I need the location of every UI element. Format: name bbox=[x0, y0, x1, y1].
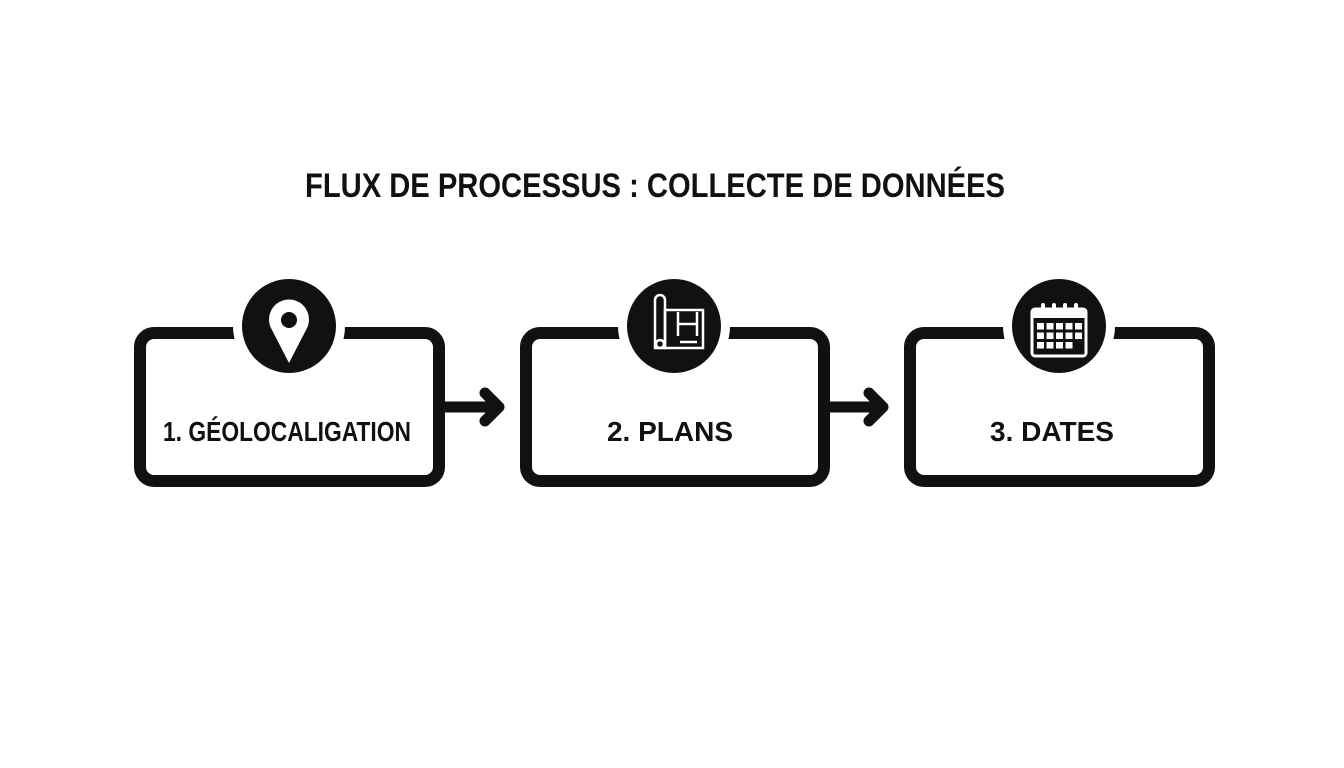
step-label: 2. PLANS bbox=[607, 416, 733, 447]
step-plans: 2. PLANS bbox=[520, 270, 830, 487]
blueprint-icon bbox=[653, 293, 705, 350]
icon-badge bbox=[627, 279, 721, 373]
arrow-icon bbox=[439, 387, 505, 427]
map-pin-icon bbox=[269, 299, 310, 363]
calendar-day-cell bbox=[1056, 342, 1063, 349]
arrow-icon bbox=[824, 387, 889, 427]
step-label: 3. DATES bbox=[990, 416, 1114, 447]
calendar-day-cell bbox=[1075, 323, 1082, 330]
calendar-day-cell bbox=[1046, 332, 1054, 339]
calendar-day-cell bbox=[1046, 342, 1054, 349]
calendar-day-cell bbox=[1037, 332, 1044, 339]
step-dates: 3. DATES bbox=[904, 270, 1215, 487]
calendar-day-cell bbox=[1056, 332, 1063, 339]
calendar-day-cell bbox=[1046, 323, 1054, 330]
calendar-day-cell bbox=[1065, 332, 1073, 339]
calendar-day-cell bbox=[1065, 342, 1073, 349]
diagram-title: FLUX DE PROCESSUS : COLLECTE DE DONNÉES bbox=[305, 167, 1005, 205]
calendar-day-cell bbox=[1065, 323, 1073, 330]
calendar-day-cell bbox=[1037, 342, 1044, 349]
step-label: 1. GÉOLOCALIGATION bbox=[163, 416, 411, 447]
calendar-day-cell bbox=[1037, 323, 1044, 330]
calendar-day-cell bbox=[1075, 332, 1082, 339]
calendar-day-cell bbox=[1056, 323, 1063, 330]
calendar-icon bbox=[1030, 303, 1088, 358]
step-geolocation: 1. GÉOLOCALIGATION bbox=[134, 270, 445, 487]
